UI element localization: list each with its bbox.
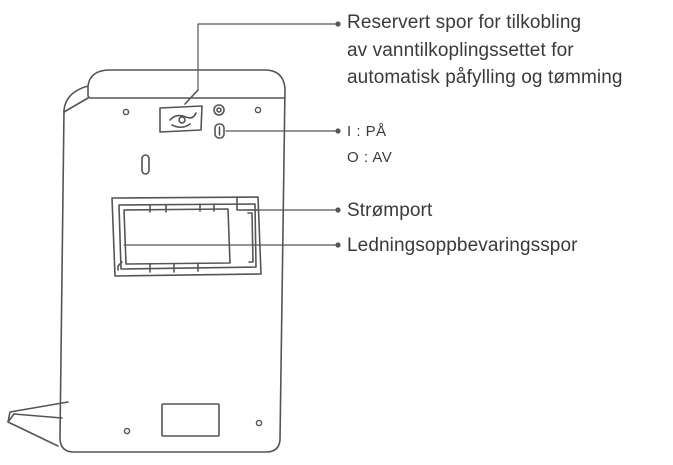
screw-holes: [122, 106, 263, 435]
callout-reserved-slot: Reservert spor for tilkobling av vanntil…: [347, 9, 623, 92]
fitting: [213, 104, 225, 116]
callout-switch-off: O : AV: [347, 149, 393, 166]
side-slot: [141, 154, 150, 175]
callout-leaders: [123, 23, 337, 246]
callout-dot-power-port: [335, 207, 341, 213]
callout-switch: I : PÅ O : AV: [347, 119, 392, 171]
lower-vent: [161, 403, 220, 437]
reserved-slot: [159, 89, 203, 133]
callout-cord-storage-label: Ledningsoppbevaringsspor: [347, 235, 578, 256]
callout-power-port: Strømport: [347, 198, 432, 223]
station-body: [59, 69, 286, 453]
callout-dot-cord-storage: [335, 242, 341, 248]
callout-dot-reserved-slot: [335, 21, 341, 27]
callout-reserved-slot-line-2: av vanntilkoplingssettet for: [347, 39, 574, 61]
base-plate: [7, 401, 69, 447]
callout-cord-storage: Ledningsoppbevaringsspor: [347, 233, 578, 258]
power-switch: [214, 123, 225, 139]
callout-reserved-slot-line-3: automatisk påfylling og tømming: [347, 67, 623, 88]
callout-switch-on: I : PÅ: [347, 123, 387, 140]
callout-reserved-slot-line-1: Reservert spor for tilkobling: [347, 12, 582, 33]
callout-power-port-label: Strømport: [347, 200, 433, 221]
cord-storage-recess: [111, 196, 262, 277]
callout-dot-switch: [335, 128, 341, 134]
